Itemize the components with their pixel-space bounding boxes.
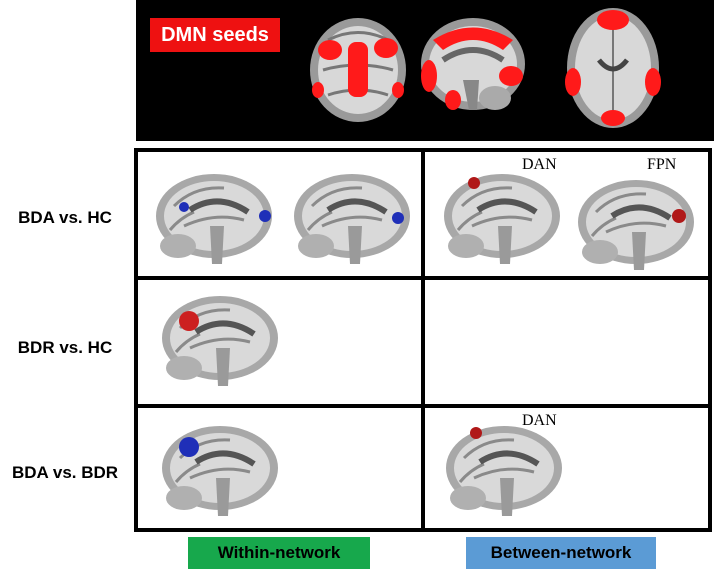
dmn-seed-region [433, 27, 513, 50]
dmn-seed-region [348, 42, 368, 97]
axial-brain [565, 8, 661, 128]
dmn-seeds-label: DMN seeds [150, 18, 280, 52]
brain-slice [162, 296, 278, 386]
row-label-bda-vs-bdr: BDA vs. BDR [11, 463, 119, 482]
increased-connectivity-cluster [468, 177, 480, 189]
dmn-seed-region [645, 68, 661, 96]
decreased-connectivity-cluster [179, 202, 189, 212]
increased-connectivity-cluster [179, 311, 199, 331]
brain-slice [578, 180, 694, 270]
dmn-seed-region [597, 10, 629, 30]
dmn-seed-region [312, 82, 324, 98]
brain-slice [156, 174, 272, 264]
dmn-seed-region [565, 68, 581, 96]
fpn-label: FPN [647, 156, 677, 173]
brain-slice [444, 174, 560, 264]
between-network-legend: Between-network [466, 537, 656, 569]
dmn-seed-region [374, 38, 398, 58]
decreased-connectivity-cluster [179, 437, 199, 457]
brain-slice [446, 426, 562, 516]
decreased-connectivity-cluster [392, 212, 404, 224]
dmn-seed-region [601, 110, 625, 126]
dan-label: DAN [522, 156, 557, 173]
sagittal-brain [421, 18, 525, 110]
dmn-seed-region [421, 60, 437, 92]
brain-slice [162, 426, 278, 516]
dmn-seed-region [499, 66, 523, 86]
seed-brain-images [310, 8, 661, 128]
row-label-bda-vs-hc: BDA vs. HC [18, 208, 112, 227]
increased-connectivity-cluster [672, 209, 686, 223]
results-grid [134, 148, 712, 532]
increased-connectivity-cluster [470, 427, 482, 439]
within-network-legend: Within-network [188, 537, 370, 569]
dmn-seed-region [392, 82, 404, 98]
decreased-connectivity-cluster [259, 210, 271, 222]
dan-label: DAN [522, 412, 557, 429]
dmn-seed-region [445, 90, 461, 110]
dmn-seed-region [318, 40, 342, 60]
row-label-bdr-vs-hc: BDR vs. HC [17, 338, 113, 357]
coronal-brain [310, 18, 406, 122]
